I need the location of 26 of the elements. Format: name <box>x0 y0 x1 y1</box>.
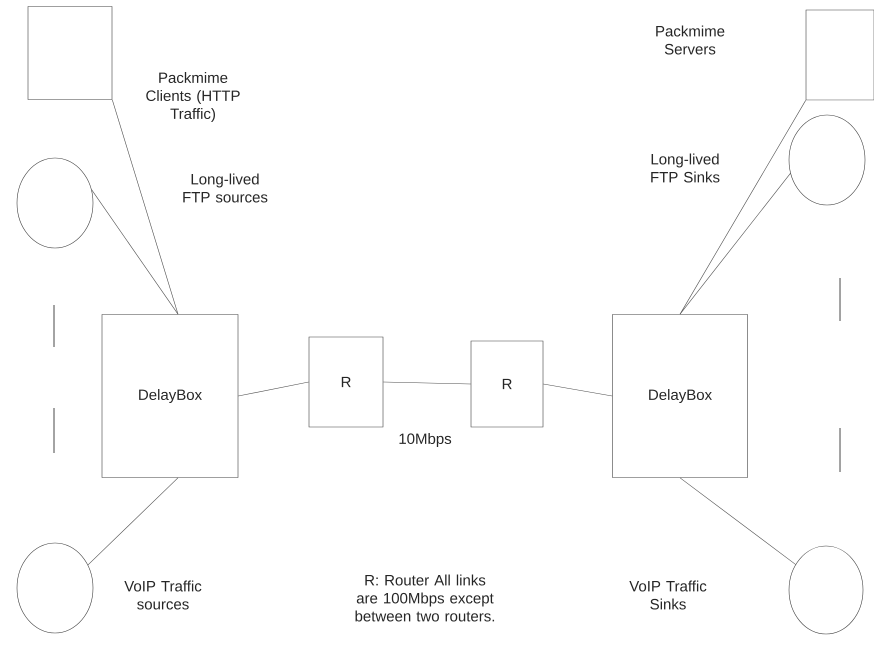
note-text: VoIP Traffic Sinks <box>629 580 706 610</box>
process-box: DelayBox <box>612 314 748 478</box>
connector-line <box>88 478 178 566</box>
circle-node <box>788 114 866 206</box>
note-text: Packmime Servers <box>656 26 724 54</box>
process-box: R <box>308 336 384 428</box>
note-text: R: Router All links are 100Mbps except between two routers. <box>356 574 494 622</box>
note-text: Long-lived FTP Sinks <box>651 154 720 182</box>
connector-line <box>543 384 612 396</box>
process-box: DelayBox <box>102 314 238 478</box>
connector-line <box>680 478 796 565</box>
connector-line <box>383 382 471 384</box>
circle-node <box>788 546 864 634</box>
node-caption: VoIP Traffic sources <box>124 580 202 610</box>
circle-node <box>16 542 94 634</box>
connector-line <box>680 100 806 314</box>
square-box <box>28 6 112 100</box>
connector-line <box>680 173 791 314</box>
connector-line <box>112 100 178 314</box>
node-caption: Packmime Clients (HTTP Traffic) <box>146 72 240 122</box>
connector-line <box>238 382 309 396</box>
note-text: Long-lived FTP sources <box>183 174 268 202</box>
note-text: 10Mbps <box>399 433 452 447</box>
connector-line <box>91 189 178 314</box>
process-box: R <box>470 340 544 428</box>
circle-node <box>16 158 94 248</box>
